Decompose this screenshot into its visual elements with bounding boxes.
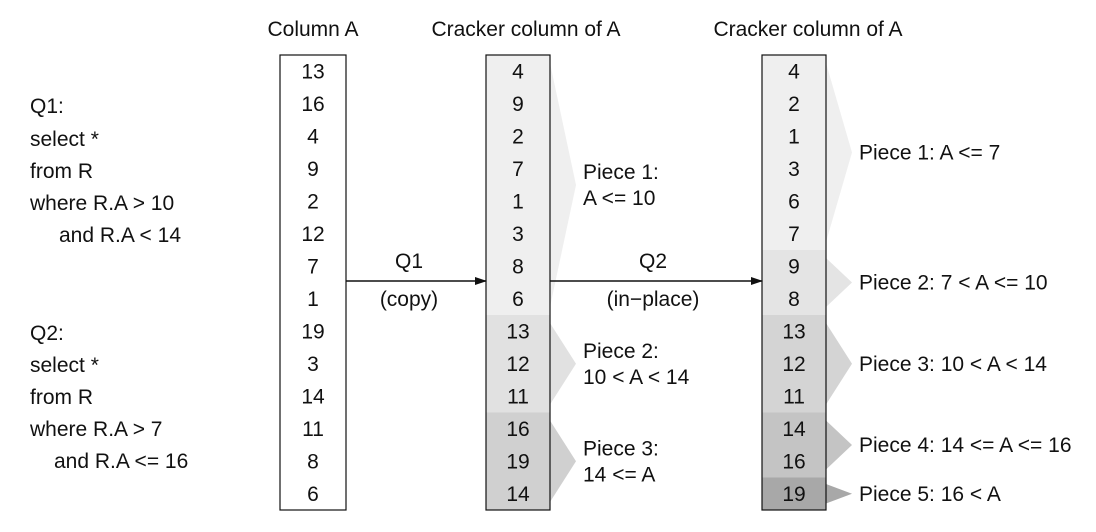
arrow-q2: Q2 (in−place) [550, 250, 763, 311]
piece-label: Piece 2: 7 < A <= 10 [859, 272, 1048, 295]
cracker1-cell: 7 [512, 158, 524, 181]
cracker2-cell: 14 [782, 418, 806, 441]
column-a-cell: 2 [307, 190, 319, 213]
column-a-cell: 4 [307, 125, 319, 148]
column-a-cell: 7 [307, 255, 319, 278]
cracker2-cell: 11 [783, 385, 805, 408]
piece-pointer [826, 420, 852, 470]
query-q1-line: Q1: [30, 95, 64, 118]
cracker2-cell: 19 [782, 483, 805, 506]
cracker1-cell: 2 [512, 125, 524, 148]
cracker2-cell: 13 [782, 320, 805, 343]
column-a-cell: 6 [307, 483, 319, 506]
column-a-cell: 8 [307, 450, 319, 473]
query-q2-line: and R.A <= 16 [54, 450, 188, 473]
cracker2-cell: 9 [788, 255, 800, 278]
piece-label: Piece 5: 16 < A [859, 483, 1001, 506]
query-q1-line: select * [30, 128, 99, 151]
cracker2-cell: 6 [788, 190, 800, 213]
cracker2-cell: 12 [782, 353, 805, 376]
piece-fill [762, 315, 826, 413]
piece-fill [762, 250, 826, 315]
query-q2-line: where R.A > 7 [29, 418, 163, 441]
piece-pointer [550, 420, 576, 502]
arrow-q1-name: Q1 [395, 250, 423, 273]
piece-label: Piece 3: [583, 437, 659, 460]
cracker2-title: Cracker column of A [713, 18, 902, 41]
cracker1-cell: 3 [512, 223, 524, 246]
cracker2-pieces: Piece 1: A <= 7 Piece 2: 7 < A <= 10 Piece… [762, 55, 1072, 510]
piece-pointer [826, 484, 852, 504]
cracker2-cell: 16 [782, 450, 805, 473]
piece-fill [486, 55, 550, 315]
arrow-q1: Q1 (copy) [346, 250, 487, 311]
column-a-cell: 1 [307, 288, 319, 311]
column-border [279, 54, 347, 511]
piece-fill [762, 55, 826, 250]
piece-label: 10 < A < 14 [583, 366, 690, 389]
query-q2-line: select * [30, 354, 99, 377]
cracker1-cell: 16 [506, 418, 529, 441]
query-q2-line: from R [30, 386, 93, 409]
piece-label: Piece 1: A <= 7 [859, 142, 1000, 165]
piece-fill [762, 412, 826, 478]
query-q1-line: where R.A > 10 [29, 192, 174, 215]
column-a-cell: 14 [301, 385, 325, 408]
cracker2-cell: 4 [788, 60, 800, 83]
piece-pointer [550, 323, 576, 405]
column-a-cell: 12 [301, 223, 324, 246]
query-q2-line: Q2: [30, 322, 64, 345]
piece-label: Piece 2: [583, 340, 659, 363]
cracker1-pieces: Piece 1: A <= 10 Piece 2: 10 < A < 14 Piece … [486, 55, 690, 510]
cracker1-cell: 4 [512, 60, 524, 83]
cracker1-cell: 19 [506, 450, 529, 473]
cracker1-cell: 14 [506, 483, 530, 506]
cracker1-cell: 6 [512, 288, 524, 311]
column-a-cell: 11 [302, 418, 324, 441]
cracker1-title: Cracker column of A [431, 18, 620, 41]
piece-pointer [826, 258, 852, 307]
column-a-cell: 3 [307, 353, 319, 376]
column-a: 13 16 4 9 2 12 7 1 19 3 14 11 8 6 [279, 54, 347, 511]
piece-pointer [550, 63, 576, 307]
piece-fill [486, 412, 550, 510]
cracker2-cell: 2 [788, 93, 800, 116]
piece-pointer [826, 63, 852, 242]
arrow-q2-mode: (in−place) [607, 288, 700, 311]
cracker1-cell: 11 [507, 385, 529, 408]
cracker2-cell: 3 [788, 158, 800, 181]
piece-label: Piece 1: [583, 161, 659, 184]
piece-label: Piece 3: 10 < A < 14 [859, 353, 1047, 376]
cracker1-cell: 1 [512, 190, 524, 213]
arrow-q2-name: Q2 [639, 250, 667, 273]
cracker1-cell: 13 [506, 320, 529, 343]
piece-label: Piece 4: 14 <= A <= 16 [859, 434, 1072, 457]
column-a-title: Column A [267, 18, 358, 41]
column-a-cell: 13 [301, 60, 324, 83]
query-q2: Q2: select * from R where R.A > 7 and R.… [29, 322, 188, 473]
cracker2-cell: 7 [788, 223, 800, 246]
piece-pointer [826, 323, 852, 405]
query-q1-line: and R.A < 14 [59, 224, 181, 247]
column-a-cell: 9 [307, 158, 319, 181]
column-a-cell: 19 [301, 320, 324, 343]
piece-fill [486, 315, 550, 413]
piece-fill [762, 477, 826, 510]
query-q1: Q1: select * from R where R.A > 10 and R… [29, 95, 181, 247]
piece-label: A <= 10 [583, 187, 655, 210]
piece-label: 14 <= A [583, 463, 655, 486]
column-a-cell: 16 [301, 93, 324, 116]
cracker2-cell: 1 [788, 125, 800, 148]
arrow-q1-mode: (copy) [380, 288, 438, 311]
cracker1-cell: 12 [506, 353, 529, 376]
cracker2-cell: 8 [788, 288, 800, 311]
cracker1-cell: 9 [512, 93, 524, 116]
cracker1-cell: 8 [512, 255, 524, 278]
query-q1-line: from R [30, 160, 93, 183]
